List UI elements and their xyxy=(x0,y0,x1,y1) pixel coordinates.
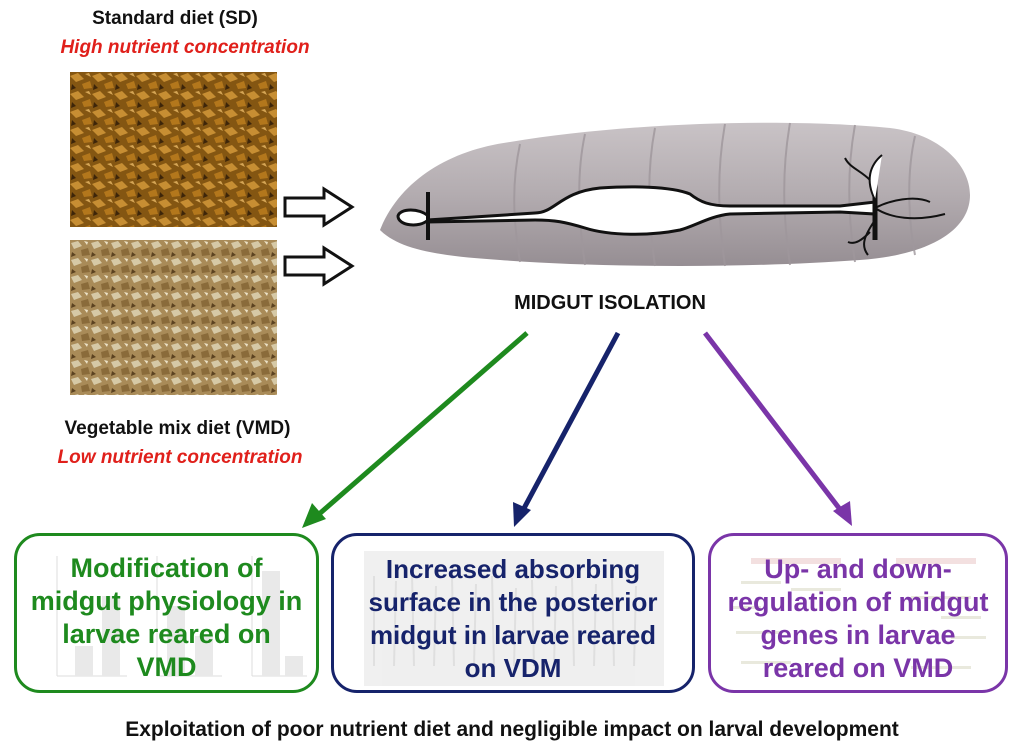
vmd-diet-photo xyxy=(70,240,277,395)
absorbing-result-box: Increased absorbing surface in the poste… xyxy=(331,533,695,693)
genes-text: Up- and down-regulation of midgut genes … xyxy=(711,553,1005,685)
sd-diet-title: Standard diet (SD) xyxy=(60,8,290,30)
absorbing-text: Increased absorbing surface in the poste… xyxy=(334,553,692,685)
vmd-diet-title: Vegetable mix diet (VMD) xyxy=(25,418,330,440)
conclusion-caption: Exploitation of poor nutrient diet and n… xyxy=(0,718,1024,742)
larva-illustration xyxy=(370,110,980,270)
arrow-right-icon xyxy=(282,186,356,228)
sd-diet-photo xyxy=(70,72,277,227)
midgut-isolation-caption: MIDGUT ISOLATION xyxy=(440,292,780,315)
sd-diet-note: High nutrient concentration xyxy=(20,37,350,59)
physiology-result-box: Modification of midgut physiology in lar… xyxy=(14,533,319,693)
genes-result-box: Up- and down-regulation of midgut genes … xyxy=(708,533,1008,693)
physiology-text: Modification of midgut physiology in lar… xyxy=(17,552,316,684)
arrow-right-icon xyxy=(282,245,356,287)
vmd-diet-note: Low nutrient concentration xyxy=(15,447,345,469)
